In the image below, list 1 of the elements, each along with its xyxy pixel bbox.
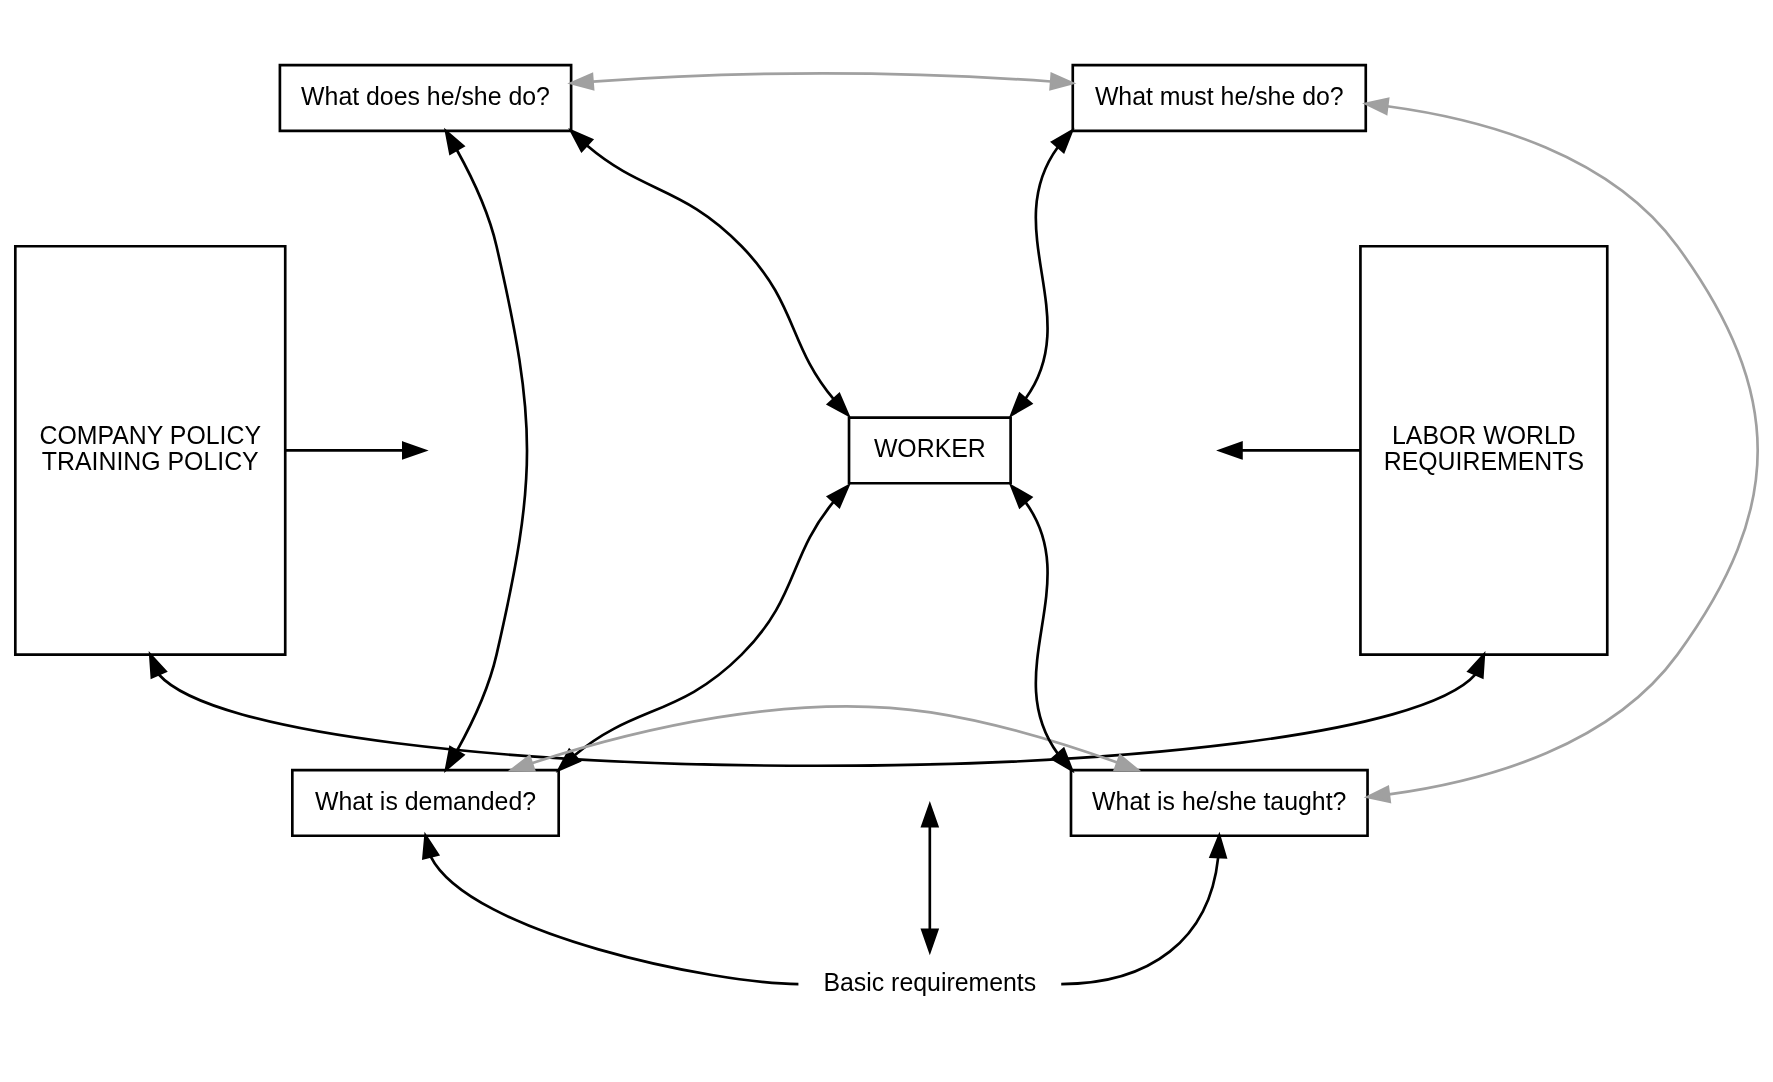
node-text: Basic requirements [823,967,1037,996]
